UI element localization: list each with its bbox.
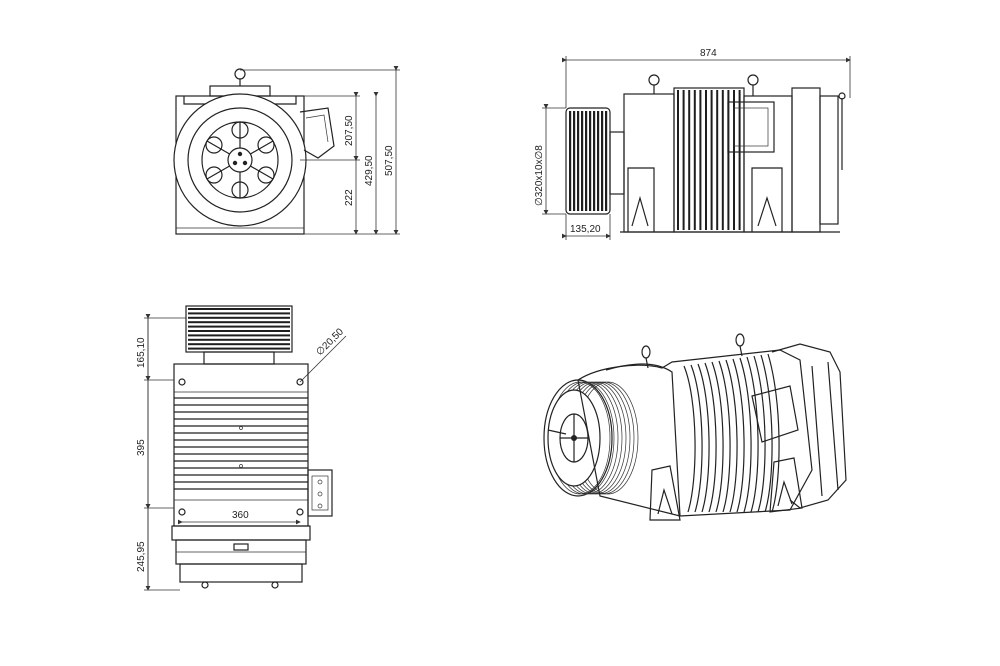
dim-top-base: 245,95 [136,541,147,572]
dim-front-total: 507,50 [384,145,395,176]
cooling-fin [738,90,741,230]
dim-front-upper: 207,50 [344,115,355,146]
cooling-fin [718,360,731,513]
sheave-groove [605,111,608,211]
dim-side-sheave-diameter: ∅320x10x∅8 [534,145,545,206]
sheave-groove [188,343,290,346]
front-view: 207,50 222 429,50 507,50 [173,66,400,235]
cooling-fin [688,90,691,230]
cooling-fin [732,358,745,513]
cooling-fin [739,357,752,513]
iso-fins [683,353,780,513]
sheave-groove [188,338,290,341]
cooling-fin [693,90,696,230]
cooling-fin [699,90,702,230]
dim-front-lower: 222 [344,189,355,206]
dim-top-hole: ∅20,50 [314,326,346,358]
cooling-fin [677,90,679,230]
cooling-fin [683,365,696,513]
top-grooves [188,308,290,350]
cooling-fin [725,359,738,513]
cooling-fin [711,361,724,513]
sheave-groove [589,111,592,211]
cooling-fin [710,90,713,230]
cooling-fin [682,90,685,230]
cooling-fin [716,90,719,230]
sheave-groove [597,111,600,211]
dim-top-sheave: 165,10 [136,337,147,368]
cooling-fin [746,356,759,513]
dim-side-length: 874 [700,48,717,59]
side-view: 874 ∅320x10x∅8 135,20 [534,48,851,240]
sheave-groove [188,308,290,310]
sheave-groove [601,111,604,211]
cooling-fin [690,364,703,513]
sheave-groove [188,330,290,332]
cooling-fin [704,362,717,513]
dim-top-width: 360 [232,510,249,521]
sheave-groove [585,111,588,211]
sheave-groove [573,111,576,211]
sheave-groove [188,347,290,350]
top-view: 165,10 395 245,95 360 ∅20,50 [136,305,346,591]
sheave-groove [188,325,290,328]
sheave-groove [593,111,596,211]
sheave-groove [569,111,572,211]
sheave-groove [188,312,290,315]
cooling-fin [767,353,780,513]
sheave-groove [188,334,290,337]
sheave-groove [581,111,584,211]
dim-side-sheave-width: 135,20 [570,224,601,235]
dim-front-mid-total: 429,50 [364,155,375,186]
cooling-fin [721,90,724,230]
sheave-groove [577,111,580,211]
dim-top-body: 395 [136,439,147,456]
cooling-fin [697,363,710,513]
top-fins [174,397,308,490]
cooling-fin [733,90,735,230]
isometric-view [543,333,847,521]
cooling-fin [727,90,730,230]
side-fins [677,90,741,230]
sheave-groove [188,316,290,319]
cooling-fin [753,355,766,513]
sheave-grooves [569,111,608,211]
sheave-groove [188,321,290,324]
cooling-fin [705,90,707,230]
